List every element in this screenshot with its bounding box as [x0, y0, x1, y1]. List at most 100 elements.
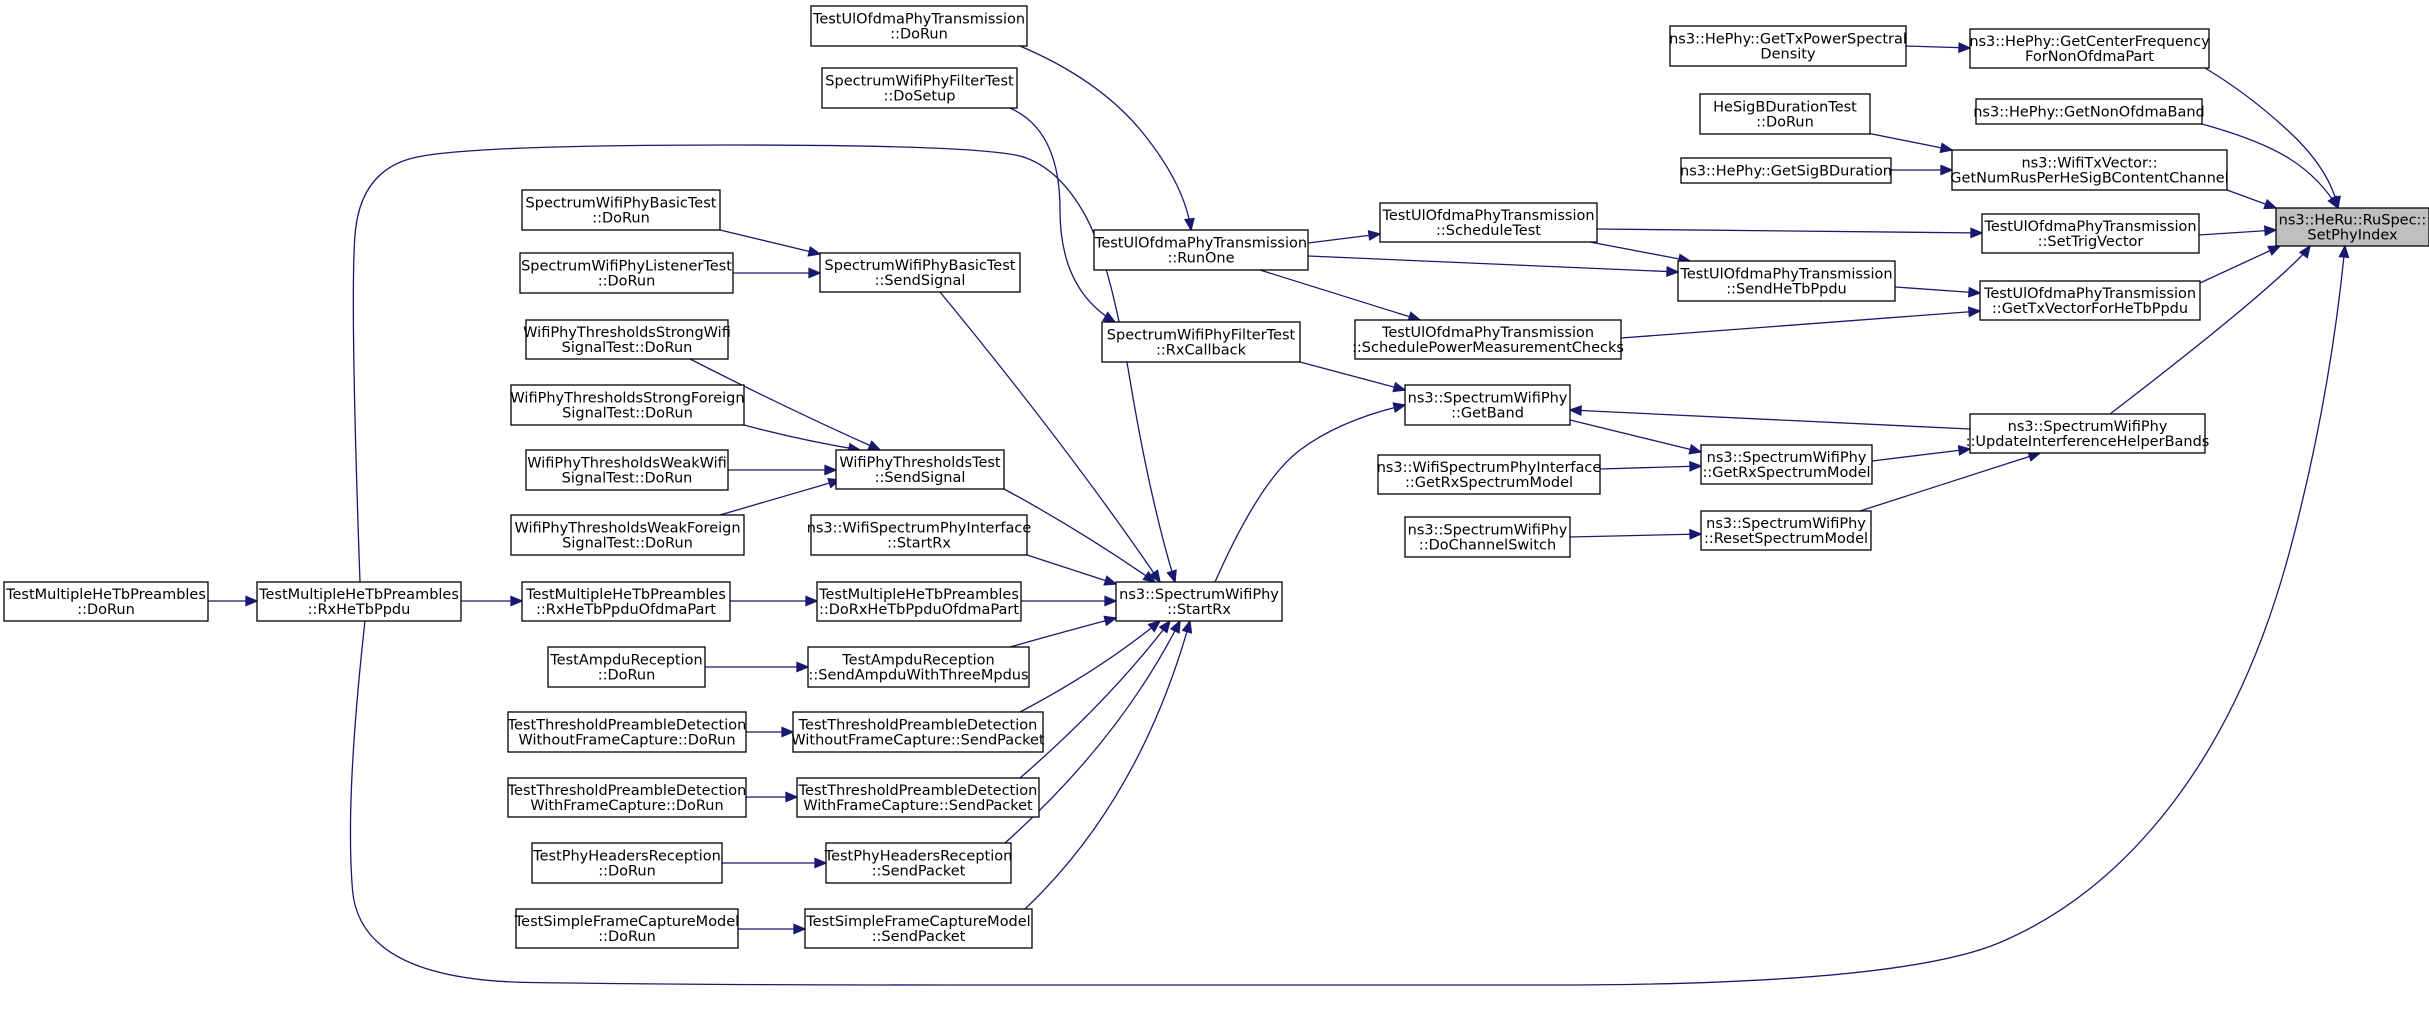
node-withoutfcsend[interactable]: TestThresholdPreambleDetectionWithoutFra… — [791, 711, 1045, 753]
node-startrx[interactable]: ns3::SpectrumWifiPhy::StartRx — [1115, 581, 1283, 622]
node-box — [510, 514, 745, 556]
node-gettxvectorhetb[interactable]: TestUlOfdmaPhyTransmission::GetTxVectorF… — [1979, 280, 2201, 321]
node-hesigbdorun[interactable]: HeSigBDurationTest::DoRun — [1699, 93, 1871, 135]
node-dorxhetbofdma[interactable]: TestMultipleHeTbPreambles::DoRxHeTbPpduO… — [816, 581, 1022, 622]
node-multipledorun[interactable]: TestMultipleHeTbPreambles::DoRun — [3, 581, 209, 622]
node-ampdudorun[interactable]: TestAmpduReception::DoRun — [547, 646, 706, 688]
edge-arrowhead — [1184, 217, 1195, 232]
edge-line — [1019, 45, 1192, 231]
node-simplefcdorun[interactable]: TestSimpleFrameCaptureModel::DoRun — [514, 908, 739, 949]
node-box — [525, 449, 729, 491]
edge-line — [719, 229, 821, 255]
node-label-line: TestPhyHeadersReception — [824, 849, 1013, 865]
node-box — [256, 581, 462, 622]
edge-arrowhead — [1148, 569, 1161, 584]
edge-arrowhead — [807, 245, 822, 257]
node-sendhetbppdu[interactable]: TestUlOfdmaPhyTransmission::SendHeTbPpdu — [1677, 260, 1896, 302]
node-withfcsend[interactable]: TestThresholdPreambleDetectionWithFrameC… — [796, 777, 1040, 818]
node-label-line: ns3::HeRu::RuSpec:: — [2279, 213, 2427, 229]
node-getcenterfreq[interactable]: ns3::HePhy::GetCenterFrequencyForNonOfdm… — [1969, 28, 2210, 69]
edge-getnonofdmaband-to-setphyindex — [2201, 123, 2339, 210]
node-phyheadersdorun[interactable]: TestPhyHeadersReception::DoRun — [531, 842, 723, 884]
node-weakforeign[interactable]: WifiPhyThresholdsWeakForeignSignalTest::… — [510, 514, 745, 556]
edge-arrowhead — [2338, 244, 2350, 259]
node-dochannelswitch[interactable]: ns3::SpectrumWifiPhy::DoChannelSwitch — [1404, 516, 1571, 558]
node-basicdorun[interactable]: SpectrumWifiPhyBasicTest::DoRun — [521, 189, 721, 231]
node-box — [521, 189, 721, 231]
node-basicsendsignal[interactable]: SpectrumWifiPhyBasicTest::SendSignal — [819, 252, 1021, 293]
node-updateinterference[interactable]: ns3::SpectrumWifiPhy::UpdateInterference… — [1966, 413, 2210, 454]
edge-scheduletest-to-sendhetbppdu — [1589, 241, 1692, 265]
edge-gettxvectorhetb-to-setphyindex — [2199, 245, 2282, 284]
edge-withfcsend-to-startrx — [1019, 619, 1172, 779]
node-label-line: ::ScheduleTest — [1436, 223, 1541, 239]
node-settrigvector[interactable]: TestUlOfdmaPhyTransmission::SetTrigVecto… — [1981, 213, 2200, 254]
node-box — [1700, 444, 1873, 485]
node-getnumrus[interactable]: ns3::WifiTxVector::GetNumRusPerHeSigBCon… — [1950, 149, 2229, 191]
node-box — [1979, 280, 2201, 321]
node-box — [1677, 260, 1896, 302]
node-filterrxcallback[interactable]: SpectrumWifiPhyFilterTest::RxCallback — [1101, 321, 1301, 363]
node-label-line: WithoutFrameCapture::DoRun — [518, 733, 735, 749]
node-getnonofdmaband[interactable]: ns3::HePhy::GetNonOfdmaBand — [1973, 98, 2205, 125]
node-label-line: TestThresholdPreambleDetection — [507, 718, 747, 734]
node-box — [1951, 149, 2228, 191]
node-withoutfcdorun[interactable]: TestThresholdPreambleDetectionWithoutFra… — [507, 711, 747, 753]
node-ifacegetrxsm[interactable]: ns3::WifiSpectrumPhyInterface::GetRxSpec… — [1377, 454, 1602, 495]
edge-arrowhead — [1102, 311, 1117, 323]
node-getsigbduration[interactable]: ns3::HePhy::GetSigBDuration — [1680, 157, 1892, 184]
node-withfcdorun[interactable]: TestThresholdPreambleDetectionWithFrameC… — [507, 777, 747, 818]
node-strongforeign[interactable]: WifiPhyThresholdsStrongForeignSignalTest… — [510, 384, 745, 426]
node-filterdosetup[interactable]: SpectrumWifiPhyFilterTest::DoSetup — [821, 67, 1018, 109]
node-ampdusend[interactable]: TestAmpduReception::SendAmpduWithThreeMp… — [807, 646, 1030, 688]
node-label-line: Density — [1760, 47, 1816, 63]
edge-rxhetbppdu-to-rxhetbofdma — [461, 595, 524, 607]
edge-arrowhead — [796, 661, 810, 673]
node-resetspectrummodel[interactable]: ns3::SpectrumWifiPhy::ResetSpectrumModel — [1700, 510, 1872, 551]
node-thresholdssendsignal[interactable]: WifiPhyThresholdsTest::SendSignal — [835, 449, 1005, 490]
node-label-line: ns3::SpectrumWifiPhy — [1707, 450, 1867, 466]
node-getband[interactable]: ns3::SpectrumWifiPhy::GetBand — [1404, 384, 1571, 426]
edge-ampdudorun-to-ampdusend — [705, 661, 810, 673]
node-box — [816, 581, 1022, 622]
node-phyheaderssend[interactable]: TestPhyHeadersReception::SendPacket — [824, 842, 1013, 884]
node-box — [507, 711, 747, 753]
node-simplefcsend[interactable]: TestSimpleFrameCaptureModel::SendPacket — [804, 908, 1033, 949]
node-strongwifi[interactable]: WifiPhyThresholdsStrongWifiSignalTest::D… — [523, 319, 731, 360]
node-box — [1699, 93, 1871, 135]
node-scheduletest[interactable]: TestUlOfdmaPhyTransmission::ScheduleTest — [1379, 202, 1598, 243]
node-box — [835, 449, 1005, 490]
node-rxhetbofdma[interactable]: TestMultipleHeTbPreambles::RxHeTbPpduOfd… — [521, 581, 731, 622]
edge-phyheadersdorun-to-phyheaderssend — [722, 857, 828, 869]
node-ifacestartrx[interactable]: ns3::WifiSpectrumPhyInterface::StartRx — [807, 514, 1032, 556]
edge-arrowhead — [1392, 402, 1407, 413]
node-ulofdmadorun[interactable]: TestUlOfdmaPhyTransmission::DoRun — [810, 5, 1028, 47]
node-box — [1354, 319, 1622, 360]
node-label-line: TestSimpleFrameCaptureModel — [805, 914, 1030, 930]
node-label-line: ::SendAmpduWithThreeMpdus — [808, 668, 1028, 684]
edge-arrowhead — [1181, 619, 1193, 634]
node-listenerdorun[interactable]: SpectrumWifiPhyListenerTest::DoRun — [519, 252, 734, 294]
node-label-line: TestUlOfdmaPhyTransmission — [812, 12, 1025, 28]
edge-line — [1214, 404, 1406, 583]
node-box — [1093, 229, 1309, 271]
edge-line — [1259, 269, 1421, 321]
node-label-line: ns3::HePhy::GetTxPowerSpectral — [1669, 32, 1907, 48]
edge-line — [1026, 554, 1117, 585]
node-label-line: TestThresholdPreambleDetection — [798, 718, 1038, 734]
edge-line — [1569, 409, 1971, 430]
node-label-line: TestThresholdPreambleDetection — [798, 783, 1038, 799]
node-label-line: SignalTest::DoRun — [562, 340, 693, 356]
node-getrxspectrummodel[interactable]: ns3::SpectrumWifiPhy::GetRxSpectrumModel — [1700, 444, 1873, 485]
edge-arrowhead — [1689, 528, 1703, 540]
node-label-line: SpectrumWifiPhyListenerTest — [521, 259, 732, 275]
node-weakwifi[interactable]: WifiPhyThresholdsWeakWifiSignalTest::DoR… — [525, 449, 729, 491]
edge-weakforeign-to-thresholdssendsignal — [719, 478, 842, 516]
node-label-line: ns3::SpectrumWifiPhy — [2008, 419, 2168, 435]
node-runone[interactable]: TestUlOfdmaPhyTransmission::RunOne — [1093, 229, 1309, 271]
node-rxhetbppdu[interactable]: TestMultipleHeTbPreambles::RxHeTbPpdu — [256, 581, 462, 622]
node-box — [510, 384, 745, 426]
node-schedulepower[interactable]: TestUlOfdmaPhyTransmission::SchedulePowe… — [1352, 319, 1624, 360]
node-box — [1700, 510, 1872, 551]
